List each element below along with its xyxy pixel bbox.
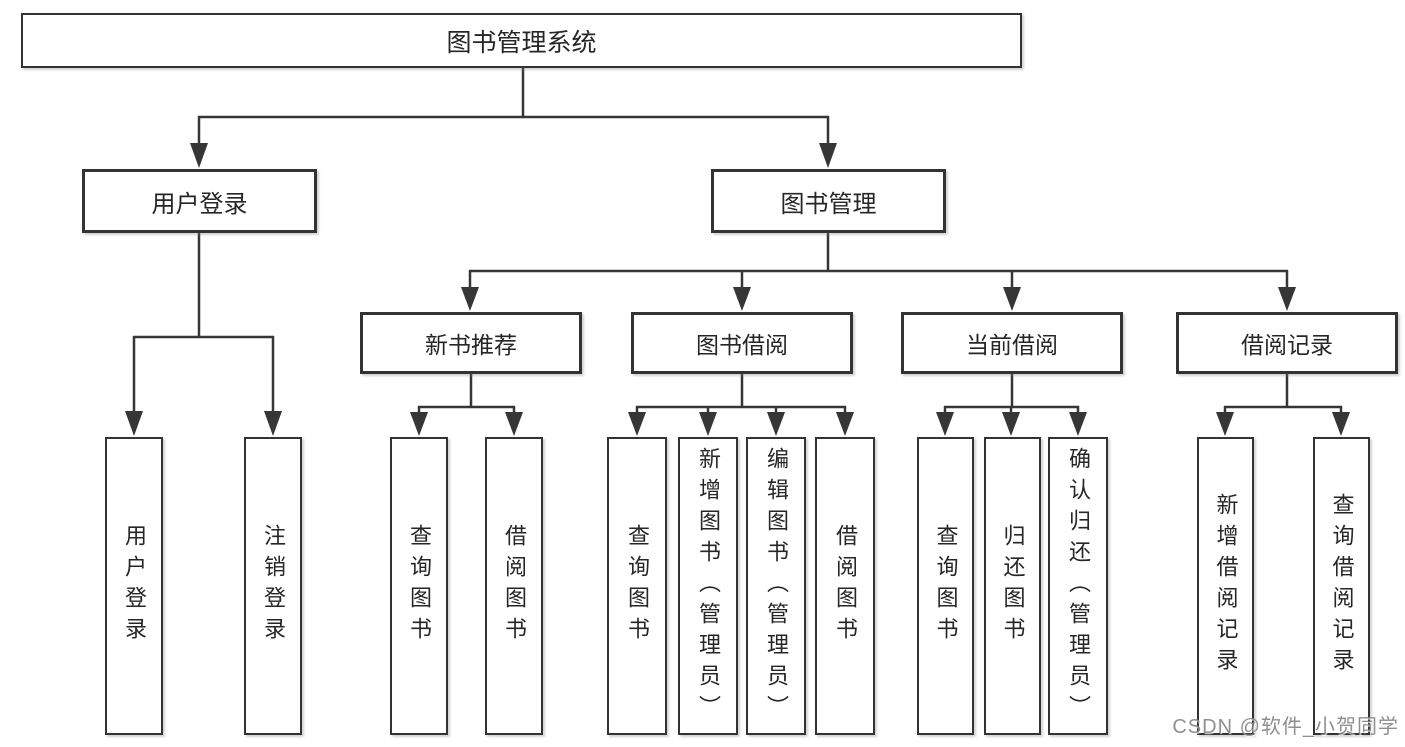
node-leaf-logout-label: 注销登录	[261, 524, 286, 648]
node-leaf-confirm-return-admin: 确认归还（管理员）	[1048, 437, 1108, 735]
node-leaf-user-login: 用户登录	[105, 437, 163, 735]
node-leaf-confirm-return-admin-label: 确认归还（管理员）	[1066, 446, 1091, 726]
node-borrow-records: 借阅记录	[1176, 312, 1398, 374]
node-book-management-label: 图书管理	[780, 190, 877, 218]
node-user-login-label: 用户登录	[151, 190, 248, 218]
node-leaf-query-books-current-label: 查询图书	[933, 524, 959, 648]
node-current-borrow: 当前借阅	[901, 312, 1123, 374]
node-user-login: 用户登录	[82, 169, 317, 233]
node-root-label: 图书管理系统	[446, 28, 597, 57]
node-book-borrow-label: 图书借阅	[696, 332, 788, 358]
node-borrow-records-label: 借阅记录	[1241, 332, 1333, 358]
node-leaf-query-borrow-record: 查询借阅记录	[1313, 437, 1370, 735]
node-leaf-add-borrow-record-label: 新增借阅记录	[1213, 493, 1239, 679]
node-leaf-borrow-books-recommend-label: 借阅图书	[502, 524, 527, 648]
node-leaf-edit-book-admin-label: 编辑图书（管理员）	[764, 446, 789, 726]
node-leaf-query-books-recommend: 查询图书	[390, 437, 448, 735]
node-leaf-add-book-admin: 新增图书（管理员）	[678, 437, 738, 735]
node-leaf-user-login-label: 用户登录	[122, 524, 147, 648]
node-leaf-borrow-books-recommend: 借阅图书	[485, 437, 543, 735]
node-leaf-query-books-borrow: 查询图书	[607, 437, 667, 735]
node-leaf-borrow-books-label: 借阅图书	[833, 524, 858, 648]
node-leaf-query-books-current: 查询图书	[917, 437, 974, 735]
node-leaf-logout: 注销登录	[244, 437, 302, 735]
node-leaf-add-borrow-record: 新增借阅记录	[1197, 437, 1254, 735]
node-new-book-recommend: 新书推荐	[360, 312, 582, 374]
node-leaf-edit-book-admin: 编辑图书（管理员）	[746, 437, 806, 735]
node-leaf-borrow-books: 借阅图书	[815, 437, 875, 735]
node-leaf-query-borrow-record-label: 查询借阅记录	[1329, 493, 1355, 679]
node-leaf-query-books-recommend-label: 查询图书	[407, 524, 432, 648]
node-leaf-return-book: 归还图书	[984, 437, 1041, 735]
node-root: 图书管理系统	[21, 13, 1022, 68]
node-leaf-add-book-admin-label: 新增图书（管理员）	[696, 446, 721, 726]
node-book-borrow: 图书借阅	[631, 312, 853, 374]
node-leaf-query-books-borrow-label: 查询图书	[625, 524, 650, 648]
node-new-book-recommend-label: 新书推荐	[425, 332, 517, 358]
node-book-management: 图书管理	[711, 169, 946, 233]
node-current-borrow-label: 当前借阅	[966, 332, 1058, 358]
csdn-watermark: CSDN @软件_小贺同学	[1172, 716, 1399, 738]
node-leaf-return-book-label: 归还图书	[1000, 524, 1026, 648]
